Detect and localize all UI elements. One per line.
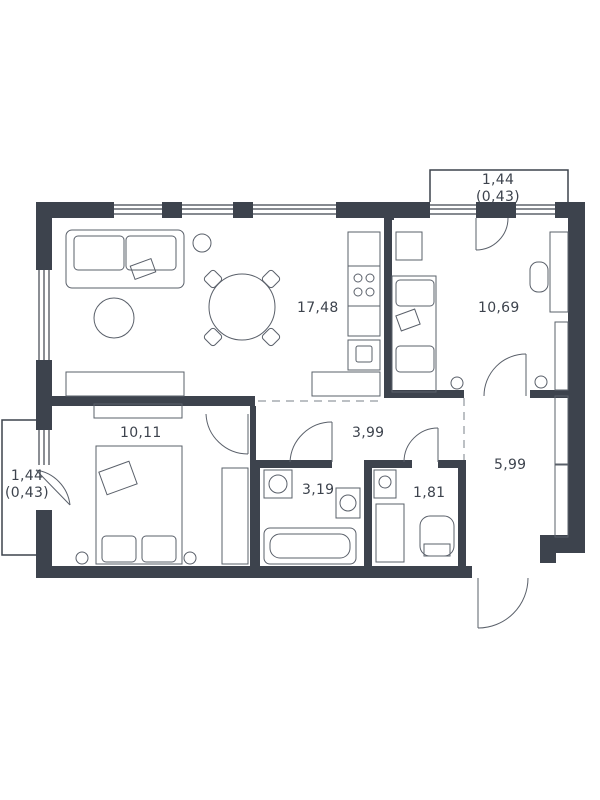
bed-left (95, 445, 183, 565)
room-area-bedroom-right: 10,69 (478, 300, 520, 316)
doors (35, 217, 529, 629)
plant-pot (93, 297, 135, 339)
toilet-fixtures (373, 469, 455, 563)
room-area-living: 17,48 (297, 300, 339, 316)
balcony-left-area: 1,44 (10, 468, 44, 484)
sofa (65, 229, 185, 289)
tv-unit (65, 371, 185, 397)
decor-circle-2 (183, 551, 197, 565)
tv-bedroom (93, 403, 183, 419)
bathroom-fixtures (263, 469, 361, 565)
balcony-left-reduced: (0,43) (5, 485, 49, 501)
room-area-bedroom-left: 10,11 (120, 425, 162, 441)
nightstand-decor (450, 376, 464, 390)
entrance-wardrobe (554, 395, 569, 465)
room-area-hall: 3,99 (352, 425, 385, 441)
balcony-top-reduced: (0,43) (476, 189, 520, 205)
balcony-left-outline (1, 419, 36, 556)
kitchen (311, 231, 381, 397)
inner-walls (36, 218, 570, 568)
wardrobe-left (221, 467, 249, 565)
outer-walls (36, 202, 585, 578)
balcony-left-label: 1,44 (0,43) (0, 468, 54, 502)
wardrobe-right (554, 321, 569, 538)
room-area-bathroom: 3,19 (302, 482, 335, 498)
balcony-top-area: 1,44 (481, 172, 515, 188)
bed-right (391, 275, 437, 393)
dining-table (203, 269, 281, 347)
room-area-entrance: 5,99 (494, 457, 527, 473)
dashed-lines (258, 398, 465, 460)
windows (38, 204, 555, 465)
room-area-toilet: 1,81 (413, 485, 446, 501)
desk (529, 231, 569, 389)
balcony-top-outline (429, 169, 569, 202)
decor-circle (75, 551, 89, 565)
balcony-top-label: 1,44 (0,43) (470, 172, 526, 206)
lamp-icon (192, 233, 212, 253)
nightstand (395, 231, 423, 261)
